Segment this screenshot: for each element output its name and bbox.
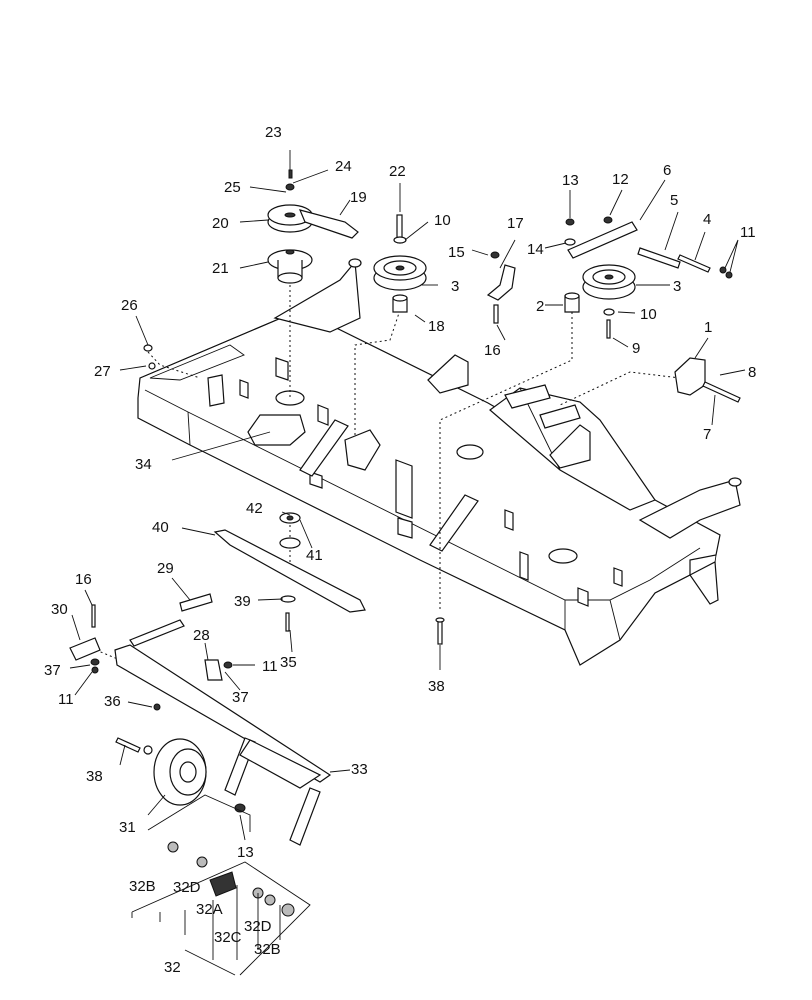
anti-scalp-arm	[69, 593, 332, 976]
leader-lines	[69, 150, 746, 841]
callout-25: 25	[224, 179, 241, 196]
callout-labels: 1 2 3 3 4 5 6 7 8 9 10 10 11 11 11 12 13…	[44, 124, 756, 976]
callout-3-left: 3	[451, 278, 459, 295]
callout-5: 5	[670, 192, 678, 209]
callout-10-right: 10	[640, 306, 657, 323]
callout-15: 15	[448, 244, 465, 261]
callout-13-top: 13	[562, 172, 579, 189]
callout-32d-left: 32D	[173, 879, 201, 896]
small-parts	[143, 169, 741, 645]
callout-38-left: 38	[86, 768, 103, 785]
callout-22: 22	[389, 163, 406, 180]
callout-6: 6	[663, 162, 671, 179]
callout-29: 29	[157, 560, 174, 577]
callout-39: 39	[234, 593, 251, 610]
callout-34: 34	[135, 456, 152, 473]
callout-35: 35	[280, 654, 297, 671]
mower-deck	[137, 258, 742, 666]
callout-16-top: 16	[484, 342, 501, 359]
callout-38-right: 38	[428, 678, 445, 695]
callout-10-left: 10	[434, 212, 451, 229]
callout-32b-left: 32B	[129, 878, 156, 895]
callout-32a: 32A	[196, 901, 223, 918]
blade-40	[213, 512, 366, 632]
callout-32: 32	[164, 959, 181, 976]
callout-13-bottom: 13	[237, 844, 254, 861]
callout-9: 9	[632, 340, 640, 357]
callout-19: 19	[350, 189, 367, 206]
callout-32d-right: 32D	[244, 918, 272, 935]
spindle-pulley-20	[267, 204, 359, 239]
callout-36: 36	[104, 693, 121, 710]
callout-12: 12	[612, 171, 629, 188]
callout-26: 26	[121, 297, 138, 314]
callout-33: 33	[351, 761, 368, 778]
callout-4: 4	[703, 211, 711, 228]
callout-14: 14	[527, 241, 544, 258]
callout-7: 7	[703, 426, 711, 443]
pulley-3-left	[373, 255, 427, 291]
callout-11-top: 11	[740, 224, 756, 241]
callout-27: 27	[94, 363, 111, 380]
callout-37-right: 37	[232, 689, 249, 706]
callout-31: 31	[119, 819, 136, 836]
callout-41: 41	[306, 547, 323, 564]
spindle-housing-21	[267, 249, 313, 284]
callout-2: 2	[536, 298, 544, 315]
callout-28: 28	[193, 627, 210, 644]
callout-20: 20	[212, 215, 229, 232]
callout-32c: 32C	[214, 929, 242, 946]
callout-3-right: 3	[673, 278, 681, 295]
callout-40: 40	[152, 519, 169, 536]
callout-8: 8	[748, 364, 756, 381]
callout-16-left: 16	[75, 571, 92, 588]
callout-17: 17	[507, 215, 524, 232]
callout-11-mid: 11	[262, 658, 278, 675]
callout-30: 30	[51, 601, 68, 618]
callout-32b-right: 32B	[254, 941, 281, 958]
callout-18: 18	[428, 318, 445, 335]
callout-21: 21	[212, 260, 229, 277]
callout-23: 23	[265, 124, 282, 141]
callout-37-left: 37	[44, 662, 61, 679]
callout-1: 1	[704, 319, 712, 336]
callout-11-left: 11	[58, 691, 74, 708]
callout-24: 24	[335, 158, 352, 175]
callout-42: 42	[246, 500, 263, 517]
pulley-3-right	[582, 264, 636, 300]
